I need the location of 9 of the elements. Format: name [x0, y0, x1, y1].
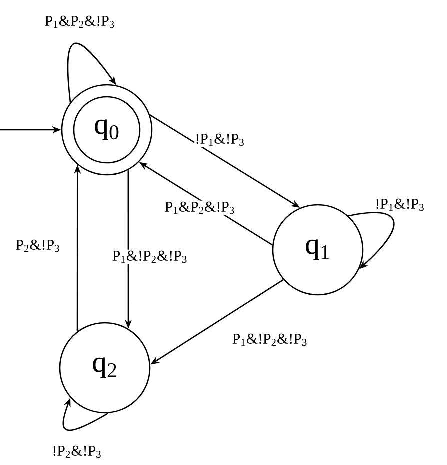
edge-label: !P$_{2}$&!P$_{3}$: [51, 444, 103, 460]
edge-label: P$_{1}$&P$_{2}$&!P$_{3}$: [164, 200, 236, 216]
edge-label: !P$_{1}$&!P$_{3}$: [194, 132, 246, 148]
edge-label: P$_{1}$&!P$_{2}$&!P$_{3}$: [231, 332, 309, 348]
edge-label: P$_{1}$&P$_{2}$&!P$_{3}$: [44, 14, 116, 30]
edge-label: P$_{2}$&!P$_{3}$: [14, 238, 62, 254]
arrow: [67, 43, 116, 103]
edge-label: !P$_{1}$&!P$_{3}$: [374, 198, 426, 212]
edge-label: P$_{1}$&!P$_{2}$&!P$_{3}$: [111, 250, 189, 264]
